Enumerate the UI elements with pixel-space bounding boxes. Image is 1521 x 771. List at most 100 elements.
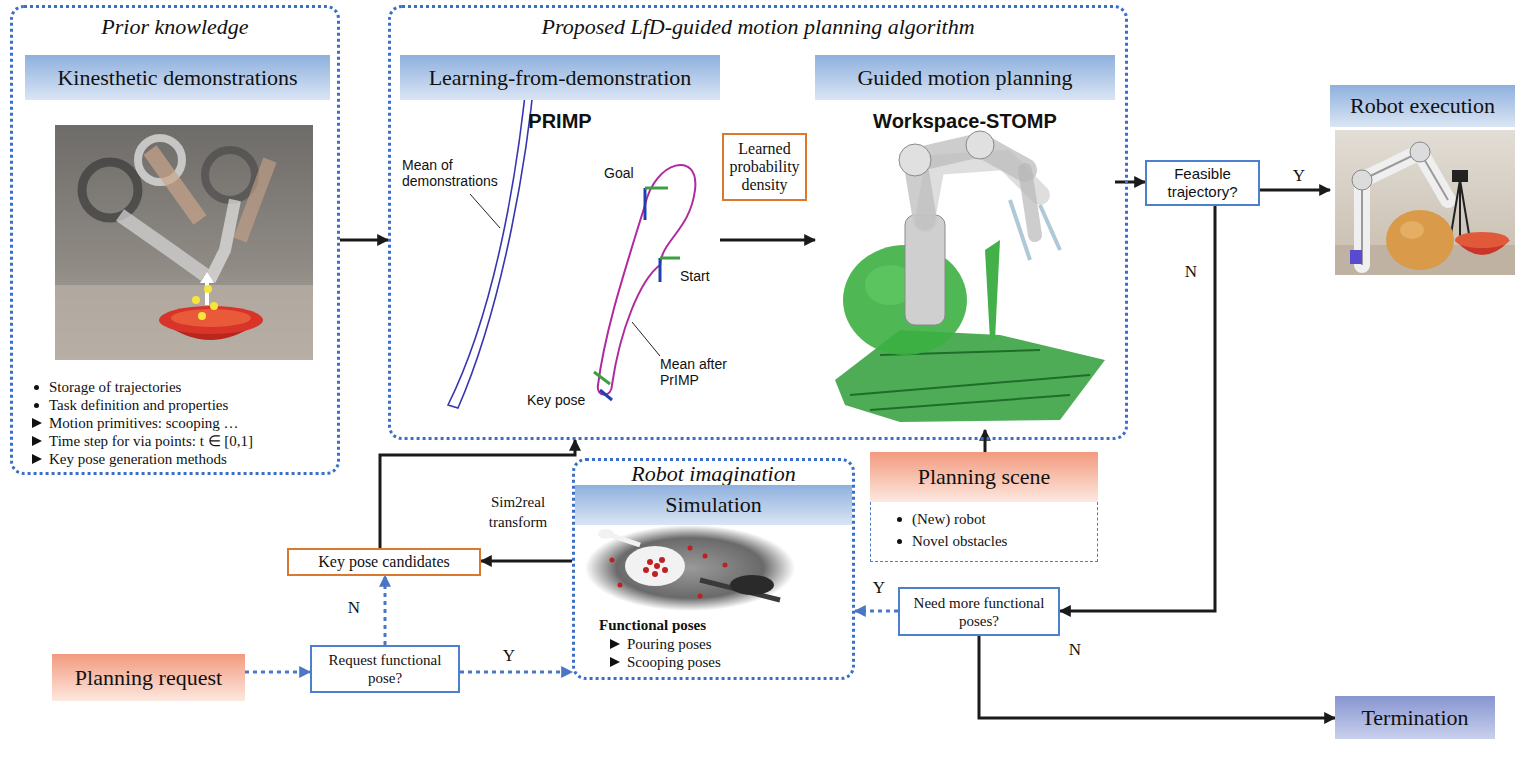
node-text: Kinesthetic demonstrations <box>57 65 297 91</box>
drawing-part <box>966 131 994 159</box>
drawing-part <box>723 563 728 568</box>
node-text: Proposed LfD-guided motion planning algo… <box>391 14 1125 42</box>
node-text: Planning request <box>75 665 222 691</box>
node-text: Simulation <box>665 492 762 518</box>
drawing-part <box>698 594 703 599</box>
drawing-part <box>644 188 647 220</box>
drawing-part <box>899 144 931 176</box>
drawing-part <box>1410 142 1430 162</box>
connector <box>720 239 815 242</box>
connector <box>384 576 387 645</box>
demonstration-photo <box>55 125 313 360</box>
connector <box>984 430 987 452</box>
node-text: Novel obstacles <box>890 532 1090 550</box>
drawing-part <box>632 322 660 356</box>
edge-label: Sim2real transform <box>468 492 568 532</box>
drawing-part <box>120 215 205 275</box>
drawing-part <box>985 240 1000 340</box>
terminal-band: Termination <box>1335 696 1495 739</box>
node-text: Learned probability density <box>729 140 799 194</box>
drawing-part <box>654 563 660 569</box>
robot-planning-render <box>835 131 1105 422</box>
input-panel: Planning scene (New) robotNovel obstacles <box>870 452 1098 562</box>
drawing-part <box>55 125 313 360</box>
node-text: Learning-from-demonstration <box>400 55 720 100</box>
drawing-part <box>1335 130 1515 275</box>
drawing-part <box>600 390 612 400</box>
drawing-part <box>198 312 206 320</box>
output-box: Key pose candidates <box>287 548 481 576</box>
drawing-part <box>1400 221 1424 239</box>
node-text: Termination <box>1361 705 1468 731</box>
drawing-part <box>448 66 535 408</box>
drawing-part <box>150 150 200 220</box>
drawing-part <box>1450 180 1470 240</box>
edge-label: N <box>1064 640 1086 660</box>
drawing-part <box>1452 170 1468 182</box>
decision-box: Request functional pose? <box>310 645 460 693</box>
section-band: Simulation <box>575 485 852 525</box>
edge-label: N <box>343 598 365 618</box>
plot-label: Start <box>680 268 720 284</box>
node-text: Request functional pose? <box>318 651 452 687</box>
drawing-part <box>645 165 695 265</box>
plot-label: Mean after PrIMP <box>660 356 738 388</box>
drawing-part <box>645 187 668 190</box>
drawing-part <box>240 160 270 240</box>
drawing-part <box>205 150 255 200</box>
drawing-part <box>625 546 685 586</box>
drawing-part <box>210 302 218 310</box>
drawing-part <box>662 567 668 573</box>
decision-box: Need more functional poses? <box>898 587 1060 636</box>
drawing-part <box>647 559 653 565</box>
drawing-part <box>610 535 640 545</box>
group-panel: Proposed LfD-guided motion planning algo… <box>388 5 1128 440</box>
node-text: (New) robot <box>890 510 1090 528</box>
connector <box>1260 189 1330 192</box>
drawing-part <box>1010 200 1060 260</box>
plot-label: Goal <box>604 165 644 181</box>
drawing-part <box>1352 170 1372 190</box>
drawing-part <box>618 583 623 588</box>
drawing-part <box>159 306 263 334</box>
connector <box>245 671 310 674</box>
node-text: Storage of trajectories <box>27 378 327 396</box>
node-text: Need more functional poses? <box>906 594 1052 630</box>
drawing-part <box>660 257 680 260</box>
plot-label: Mean of demonstrations <box>402 157 502 189</box>
edge-label: N <box>1180 262 1202 282</box>
connector <box>1115 181 1145 184</box>
node-text: Pouring poses <box>605 635 825 653</box>
node-text: Scooping poses <box>605 653 825 671</box>
edge-label: Y <box>868 578 890 598</box>
input-band: Planning request <box>52 654 245 701</box>
robot-execution-photo <box>1335 130 1515 275</box>
connector <box>855 610 898 613</box>
drawing-part <box>730 575 774 595</box>
node-text: Workspace-STOMP <box>815 108 1115 134</box>
connector <box>460 671 572 674</box>
edge-label: Y <box>498 646 520 666</box>
drawing-part <box>659 557 665 563</box>
node-text: Time step for via points: t ∈ [0,1] <box>27 432 327 450</box>
drawing-part <box>585 525 795 611</box>
drawing-part <box>598 205 660 395</box>
node-text: Guided motion planning <box>815 55 1115 100</box>
node-text: PRIMP <box>400 108 720 134</box>
drawing-part <box>171 309 251 327</box>
node-text: Robot execution <box>1330 85 1515 127</box>
plot-label: Key pose <box>527 392 597 408</box>
drawing-part <box>610 558 615 563</box>
node-text: Planning scene <box>870 452 1098 502</box>
output-box: Learned probability density <box>722 133 807 201</box>
drawing-part <box>659 258 662 282</box>
drawing-part <box>82 162 138 218</box>
drawing-part <box>652 571 658 577</box>
section-column: Robot execution <box>1330 85 1515 275</box>
connector <box>979 636 1335 718</box>
drawing-part <box>1025 170 1035 235</box>
drawing-part <box>210 200 235 280</box>
node-text: Functional poses <box>599 616 829 634</box>
node-text: Key pose candidates <box>318 553 450 571</box>
drawing-part <box>1350 250 1362 264</box>
